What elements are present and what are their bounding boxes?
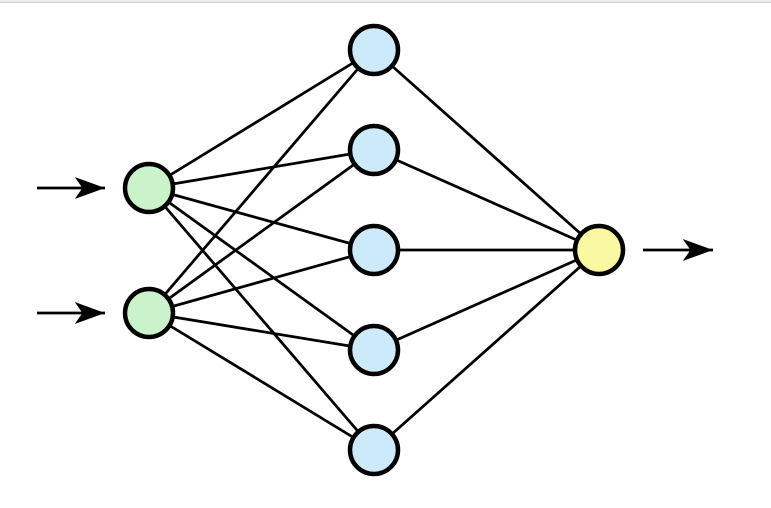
edge-i2-h5 <box>148 311 375 452</box>
edge-i1-h2 <box>148 148 375 190</box>
hidden-node-5 <box>347 423 401 477</box>
edge-i1-h5 <box>147 187 376 451</box>
edge-i1-h1 <box>148 48 375 190</box>
edge-h5-o1 <box>373 248 600 452</box>
hidden-node-1 <box>347 23 401 77</box>
edge-i1-h3 <box>148 186 375 252</box>
edge-i2-h4 <box>148 311 375 352</box>
hidden-node-3 <box>347 223 401 277</box>
hidden-node-2 <box>347 123 401 177</box>
edge-i2-h3 <box>148 248 375 315</box>
output-node-1 <box>572 223 626 277</box>
input-node-2 <box>122 286 176 340</box>
edge-i2-h1 <box>147 49 376 314</box>
hidden-node-4 <box>347 323 401 377</box>
edge-h4-o1 <box>373 248 600 352</box>
edge-i1-h4 <box>148 186 375 352</box>
edge-h1-o1 <box>373 48 600 252</box>
edge-i2-h2 <box>148 148 375 315</box>
input-node-1 <box>122 161 176 215</box>
edge-h2-o1 <box>373 148 600 252</box>
window-top-border <box>0 0 771 3</box>
